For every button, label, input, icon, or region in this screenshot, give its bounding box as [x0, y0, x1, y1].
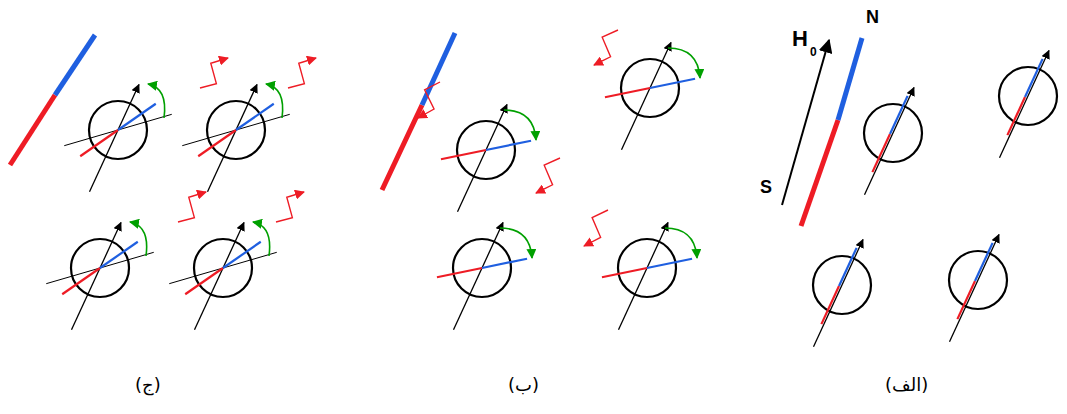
magnet-south — [382, 105, 422, 190]
dipole-north — [1025, 59, 1043, 97]
dipole-north — [486, 141, 531, 150]
field-symbol: H — [792, 28, 808, 50]
precession-axis-arrow — [814, 240, 863, 347]
photon-arrow — [536, 158, 560, 193]
magnet-south — [801, 120, 838, 226]
pole-label: N — [866, 8, 879, 26]
dipole-south — [437, 268, 482, 277]
panel-flipping — [382, 30, 700, 330]
dipole-south — [1007, 97, 1025, 135]
dipole-south — [62, 268, 100, 294]
magnet-north — [838, 38, 862, 120]
dipole-south — [821, 286, 839, 324]
photon-arrow — [418, 82, 440, 118]
dipole-north — [650, 79, 695, 88]
panel-aligned — [782, 38, 1057, 347]
rotation-arrow — [665, 228, 697, 258]
dipole-south — [198, 130, 236, 156]
dipole-south — [185, 268, 223, 294]
photon-arrow — [276, 192, 304, 222]
photon-arrow — [200, 58, 228, 88]
dipole-south — [957, 281, 975, 319]
precession-axis-arrow — [195, 223, 244, 330]
dipole-north — [890, 96, 908, 134]
precession-axis-arrow — [622, 43, 671, 150]
rotation-arrow — [253, 222, 270, 256]
dipole-north — [236, 104, 274, 130]
panel-label: (الف) — [885, 376, 928, 394]
precession-axis-arrow — [90, 85, 139, 192]
dipole-north — [223, 242, 261, 268]
precession-axis-arrow — [619, 223, 668, 330]
dipole-north — [100, 242, 138, 268]
photon-arrow — [584, 210, 608, 246]
precession-axis-arrow — [950, 235, 999, 342]
precession-axis-arrow — [1000, 51, 1049, 158]
dipole-north — [482, 259, 527, 268]
precession-axis-arrow — [454, 223, 503, 330]
rotation-arrow — [504, 110, 536, 140]
rotation-arrow — [148, 84, 165, 118]
pole-label: S — [760, 178, 772, 196]
rotation-arrow — [668, 48, 700, 78]
precession-axis-arrow — [72, 223, 121, 330]
dipole-north — [118, 104, 156, 130]
dipole-south — [602, 268, 647, 277]
photon-arrow — [178, 192, 206, 222]
dipole-north — [647, 259, 692, 268]
dipole-south — [441, 150, 486, 159]
photon-arrow — [594, 30, 618, 65]
magnet-north — [55, 35, 95, 95]
dipole-south — [605, 88, 650, 97]
dipole-north — [975, 243, 993, 281]
field-arrow — [782, 40, 829, 205]
panel-tilted — [10, 35, 316, 330]
dipole-south — [872, 134, 890, 172]
rotation-arrow — [266, 84, 283, 118]
panel-label: (ب) — [508, 376, 539, 394]
rotation-arrow — [500, 228, 532, 258]
magnet-south — [10, 95, 55, 165]
dipole-south — [80, 130, 118, 156]
precession-axis-arrow — [458, 105, 507, 212]
rotation-arrow — [130, 222, 147, 256]
precession-axis-arrow — [208, 85, 257, 192]
photon-arrow — [288, 58, 316, 88]
field-subscript: 0 — [810, 46, 817, 58]
precession-axis-arrow — [865, 88, 914, 195]
panel-label: (ج) — [135, 376, 161, 394]
dipole-north — [839, 248, 857, 286]
